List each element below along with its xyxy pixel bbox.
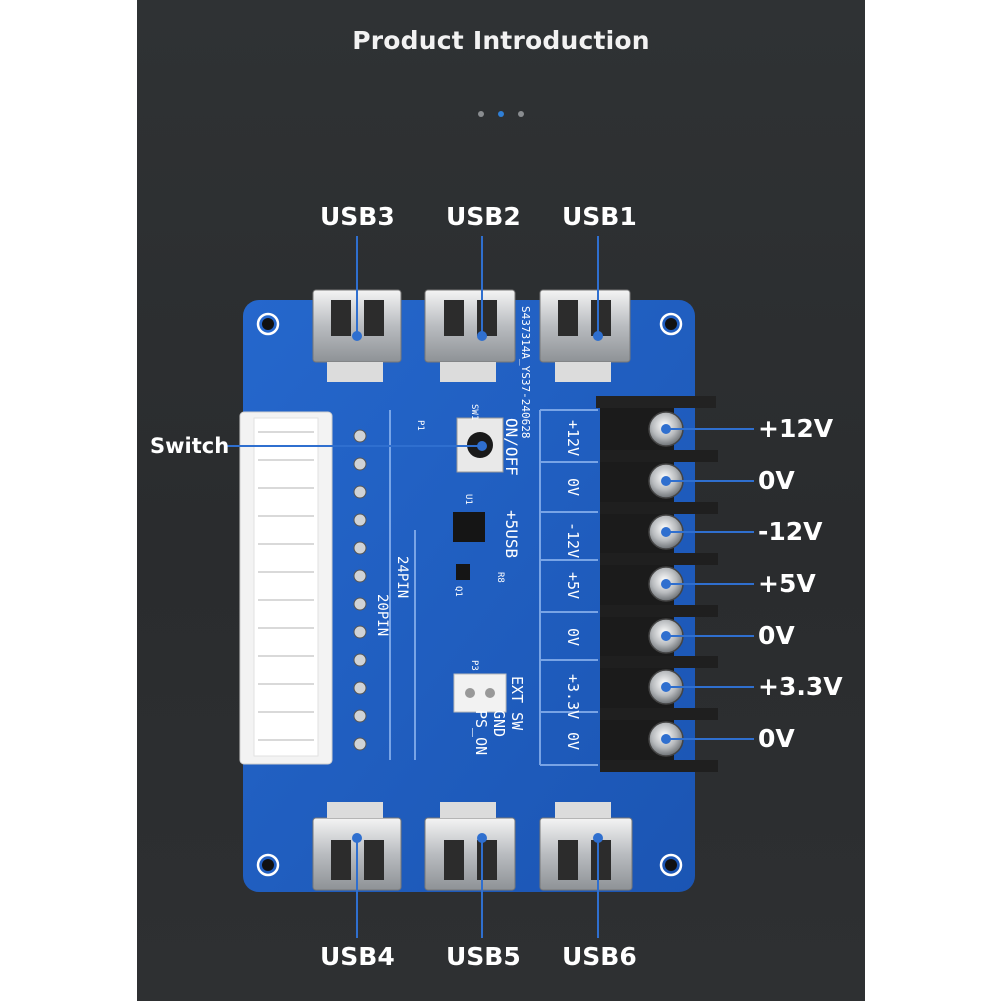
rail-label: +3.3V	[564, 674, 582, 719]
usb-label: USB2	[446, 202, 521, 231]
power-switch-text: ON/OFF	[502, 418, 521, 476]
usb-port-icon	[424, 802, 516, 891]
mounting-hole-icon	[256, 312, 683, 877]
rail-label: +5V	[564, 572, 582, 599]
silk-ref: P3	[469, 660, 479, 671]
board-model: S437314A_YS37-240628	[519, 306, 532, 438]
voltage-label: +5V	[758, 569, 816, 598]
connector-20-text: 20PIN	[374, 594, 390, 636]
rail-label: -12V	[564, 522, 582, 558]
ic-chip	[453, 512, 485, 542]
usb-label: USB6	[562, 942, 637, 971]
ext-gnd-label: GND	[490, 710, 508, 737]
screw-terminal-block	[596, 396, 718, 772]
usb-port-icon	[539, 289, 631, 382]
usb-label: USB3	[320, 202, 395, 231]
ext-switch-label: EXT SW	[508, 676, 526, 731]
silk-ref: SW1	[469, 404, 479, 420]
voltage-label: 0V	[758, 466, 795, 495]
silk-ref: R8	[495, 572, 505, 583]
rail-label: 0V	[564, 628, 582, 646]
ext-ps-on-label: PS_ON	[472, 710, 490, 755]
transistor	[456, 564, 470, 580]
voltage-label: 0V	[758, 621, 795, 650]
usb-label: USB4	[320, 942, 395, 971]
carousel-dot-active[interactable]	[498, 111, 504, 117]
usb-label: USB5	[446, 942, 521, 971]
voltage-label: -12V	[758, 517, 823, 546]
carousel-dot[interactable]	[518, 111, 524, 117]
rail-label: +12V	[564, 420, 582, 456]
voltage-label: +12V	[758, 414, 834, 443]
usb-rail-text: +5USB	[502, 510, 521, 558]
carousel-dot[interactable]	[478, 111, 484, 117]
callout-lines	[224, 236, 754, 938]
silkscreen-text: S437314A_YS37-240628 ON/OFF +5USB 24PIN …	[374, 306, 582, 755]
page-title: Product Introduction	[352, 26, 650, 55]
rail-label: 0V	[564, 478, 582, 496]
silk-ref: U1	[463, 494, 473, 505]
rail-label: 0V	[564, 732, 582, 750]
carousel-dots[interactable]	[476, 111, 526, 119]
voltage-label: 0V	[758, 724, 795, 753]
connector-24-text: 24PIN	[394, 556, 410, 598]
callout-dots	[352, 331, 671, 843]
usb-label: USB1	[562, 202, 637, 231]
voltage-label: +3.3V	[758, 672, 843, 701]
ext-switch-header-icon	[453, 673, 507, 713]
switch-label: Switch	[150, 434, 230, 458]
silk-ref: P1	[415, 420, 425, 431]
atx-24pin-connector	[239, 411, 367, 765]
usb-port-icon	[539, 802, 633, 891]
silk-ref: Q1	[453, 586, 463, 597]
